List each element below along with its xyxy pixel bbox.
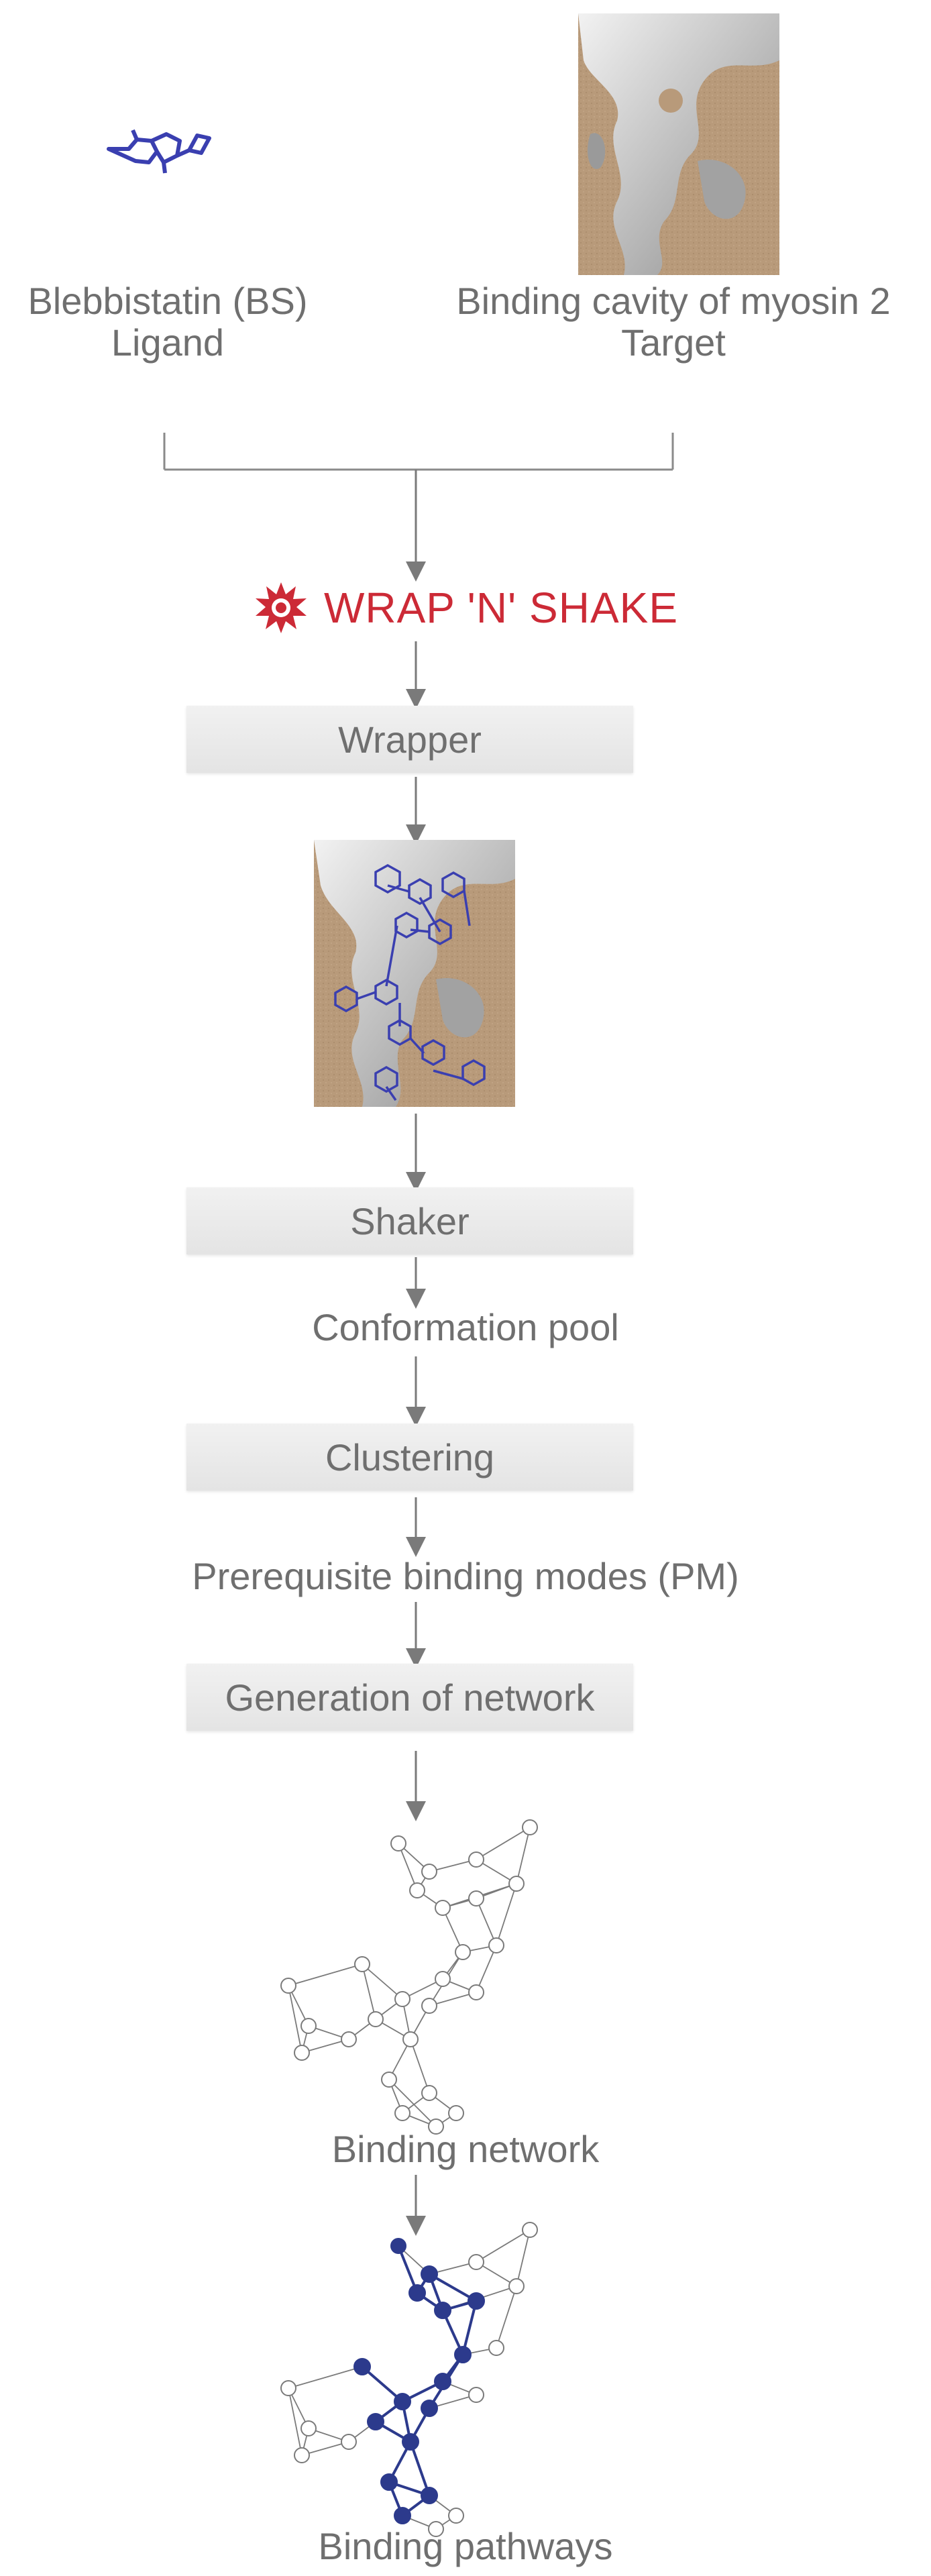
step-clustering: Clustering [186,1424,633,1491]
method-title: WRAP 'N' SHAKE [0,576,931,640]
ligand-name: Blebbistatin (BS) [28,280,308,322]
output-network-label: Binding network [331,2128,600,2170]
splat-icon [255,582,307,633]
method-name: WRAP 'N' SHAKE [323,584,679,632]
step-shaker: Shaker [186,1187,633,1254]
binding-network-graph [280,1819,538,2135]
binding-cavity-image [578,13,779,275]
ligand-role: Ligand [111,321,225,364]
target-name: Binding cavity of myosin 2 [456,280,891,322]
output-pathways-label: Binding pathways [318,2525,613,2567]
binding-pathways-graph [280,2222,538,2537]
ligand-molecule [107,129,211,174]
step-generation: Generation of network [186,1664,633,1731]
wrapped-cavity-image [314,840,515,1107]
step-prerequisite-modes: Prerequisite binding modes (PM) [192,1555,739,1597]
step-conformation-pool: Conformation pool [312,1306,619,1348]
target-role: Target [621,321,726,364]
input-bracket [163,433,674,471]
target-label: Binding cavity of myosin 2 Target [439,280,908,364]
step-wrapper: Wrapper [186,706,633,773]
ligand-label: Blebbistatin (BS) Ligand [0,280,402,364]
